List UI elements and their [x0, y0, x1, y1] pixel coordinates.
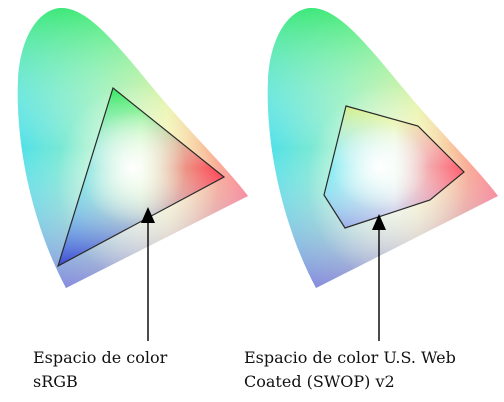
swop-caption-line-1: Espacio de color U.S. Web: [244, 348, 456, 367]
srgb-diagram: [17, 7, 249, 341]
swop-pointer-arrow: [372, 214, 386, 341]
swop-diagram: [267, 7, 498, 341]
srgb-pointer-arrow: [141, 207, 155, 341]
srgb-caption-line-2: sRGB: [33, 372, 78, 391]
swop-caption: Espacio de color U.S. Web Coated (SWOP) …: [244, 346, 456, 394]
srgb-gamut-triangle: [56, 86, 226, 268]
swop-gamut-polygon: [323, 105, 465, 229]
srgb-caption-line-1: Espacio de color: [33, 348, 168, 367]
swop-caption-line-2: Coated (SWOP) v2: [244, 372, 395, 391]
srgb-caption: Espacio de color sRGB: [33, 346, 167, 394]
